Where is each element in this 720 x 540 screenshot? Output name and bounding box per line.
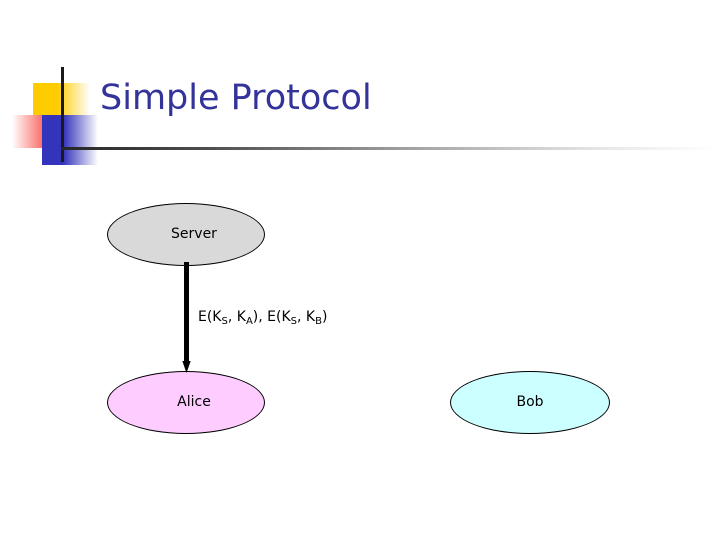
message-part-1: E(K	[198, 309, 222, 325]
message-sub-3: S	[290, 316, 298, 327]
message-sub-4: B	[315, 316, 322, 327]
message-sub-2: A	[245, 316, 253, 327]
node-alice[interactable]: Alice	[107, 371, 265, 434]
message-part-2: , K	[227, 309, 246, 325]
node-bob-label: Bob	[516, 393, 544, 410]
logo-vertical-line-icon	[61, 67, 64, 162]
message-label: E(KS, KA), E(KS, KB)	[198, 309, 328, 327]
message-sub-1: S	[221, 316, 228, 327]
node-server[interactable]: Server	[107, 203, 265, 266]
logo-blue-square	[42, 115, 98, 165]
message-part-5: )	[321, 309, 328, 325]
message-part-4: , K	[297, 309, 316, 325]
node-server-label: Server	[171, 225, 217, 242]
node-alice-label: Alice	[177, 393, 211, 410]
title-divider	[61, 147, 716, 150]
page-title: Simple Protocol	[100, 78, 372, 118]
arrow-server-to-alice-icon	[182, 262, 191, 373]
node-bob[interactable]: Bob	[450, 371, 610, 434]
message-part-3: ), E(K	[252, 309, 291, 325]
